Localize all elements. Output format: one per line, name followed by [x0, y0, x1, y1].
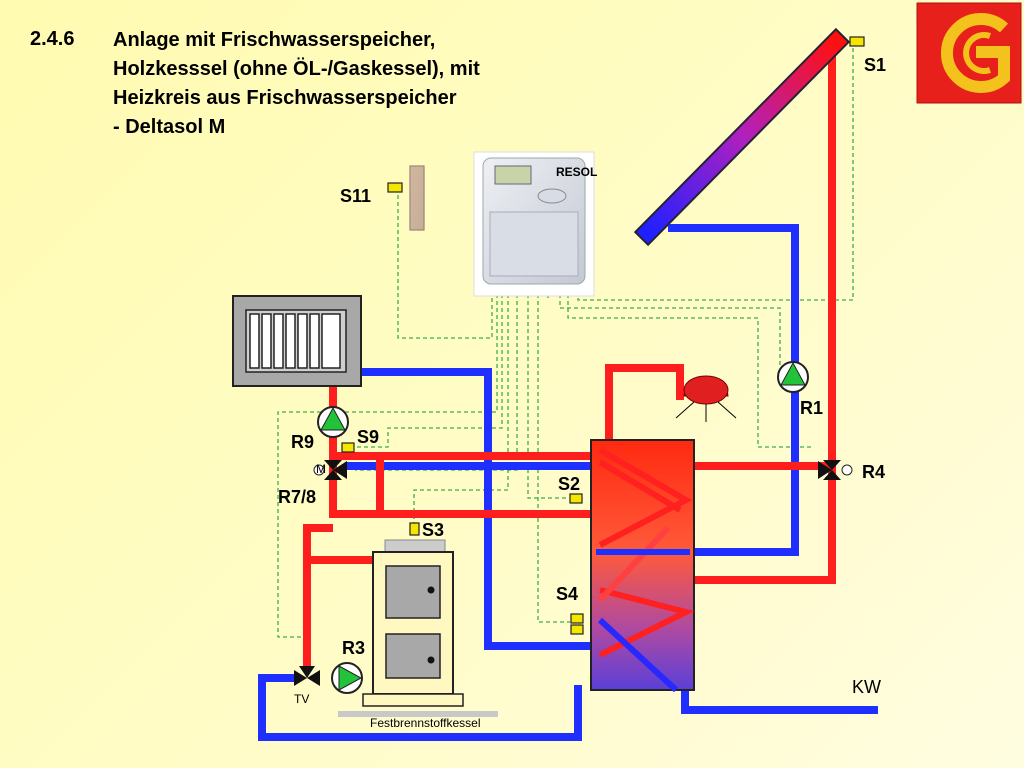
room-sensor-mount — [409, 165, 425, 231]
label-r9: R9 — [291, 432, 314, 452]
pump-r9-icon — [317, 406, 349, 438]
mixing-valve-r78-icon — [313, 460, 347, 480]
title-line-1: Anlage mit Frischwasserspeicher, — [113, 29, 436, 51]
label-kw: KW — [852, 677, 881, 697]
label-r3: R3 — [342, 638, 365, 658]
pump-r1-icon — [777, 361, 809, 393]
label-r4: R4 — [862, 462, 885, 482]
label-s2: S2 — [558, 474, 580, 494]
sensors — [341, 36, 865, 635]
heat-consumer-icon — [675, 375, 737, 422]
g-logo-icon — [916, 2, 1022, 104]
label-s9: S9 — [357, 427, 379, 447]
sensor-s4b-icon — [570, 624, 584, 635]
diverter-valve-r4-icon — [818, 460, 853, 480]
solid-fuel-boiler — [338, 539, 498, 717]
sensor-s2-icon — [569, 493, 583, 504]
sensor-s9-icon — [341, 442, 355, 453]
label-s4: S4 — [556, 584, 578, 604]
label-s3: S3 — [422, 520, 444, 540]
label-s11: S11 — [340, 186, 371, 206]
label-motor: M — [316, 462, 326, 476]
sensor-s3-icon — [409, 522, 420, 536]
pump-r3-icon — [331, 662, 363, 694]
fresh-water-storage-tank — [590, 439, 695, 693]
slide-title: Anlage mit Frischwasserspeicher, Holzkes… — [113, 26, 480, 142]
sensor-s4-icon — [570, 613, 584, 624]
sensor-s1-icon — [849, 36, 865, 47]
title-line-3: Heizkreis aus Frischwasserspeicher — [113, 87, 457, 109]
label-r78: R7/8 — [278, 487, 316, 507]
deltasol-controller: RESOL — [473, 151, 597, 297]
label-boiler: Festbrennstoffkessel — [370, 716, 481, 730]
radiator-icon — [232, 295, 362, 387]
sensor-s11-icon — [387, 182, 403, 193]
title-line-4: - Deltasol M — [113, 116, 226, 138]
thermostatic-valve-tv-icon — [294, 666, 320, 686]
label-s1: S1 — [864, 55, 886, 75]
section-number: 2.4.6 — [30, 28, 75, 50]
controller-brand: RESOL — [556, 165, 597, 179]
solar-collector — [633, 27, 851, 247]
label-r1: R1 — [800, 398, 823, 418]
label-tv: TV — [294, 692, 309, 706]
title-line-2: Holzkesssel (ohne ÖL-/Gaskessel), mit — [113, 58, 480, 80]
